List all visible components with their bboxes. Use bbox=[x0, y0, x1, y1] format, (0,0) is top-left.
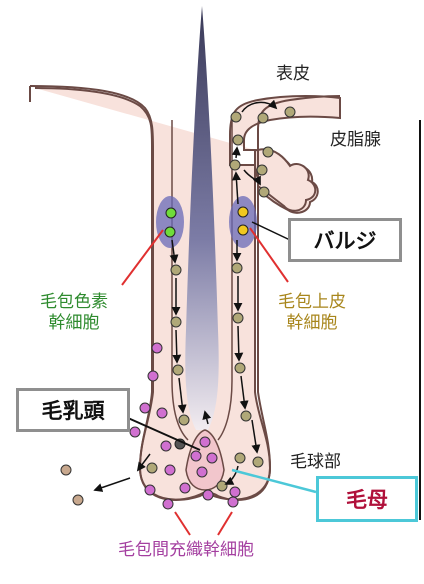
epithelial-stem-cell-label: 毛包上皮 幹細胞 bbox=[278, 292, 346, 335]
sebaceous-cells bbox=[256, 106, 296, 198]
epithelial-stem-cell-label-line2: 幹細胞 bbox=[286, 313, 338, 334]
right-cell-column bbox=[216, 111, 252, 492]
outside-cells bbox=[60, 464, 84, 506]
epithelial-stem-cell bbox=[237, 224, 249, 236]
melanocyte-stem-cell bbox=[165, 207, 177, 219]
bulge-label-box: バルジ bbox=[288, 218, 402, 262]
hair-shaft bbox=[185, 6, 219, 430]
hair-bulb-label: 毛球部 bbox=[290, 452, 341, 472]
sebaceous-gland-label: 皮脂腺 bbox=[330, 130, 381, 150]
hair-matrix-pointer bbox=[231, 468, 317, 494]
melanocyte-stem-cell bbox=[164, 226, 176, 238]
hair-matrix-label: 毛母 bbox=[346, 488, 388, 512]
melanocyte-stem-cell-label: 毛包色素 幹細胞 bbox=[40, 292, 108, 335]
hair-matrix-cells bbox=[190, 436, 218, 478]
dermal-papilla-pointer bbox=[127, 417, 201, 451]
inner-sheath-left bbox=[171, 120, 189, 441]
epithelial-stem-cell bbox=[237, 206, 249, 218]
melanocyte-stem-cell-label-line2: 幹細胞 bbox=[48, 313, 100, 334]
hair-matrix-label-box: 毛母 bbox=[316, 476, 418, 522]
epithelial-stem-cell-label-line1: 毛包上皮 bbox=[278, 292, 346, 312]
bulge-region-right bbox=[229, 196, 257, 248]
bulb-cells bbox=[146, 456, 264, 474]
flow-arrows bbox=[93, 99, 278, 492]
red-pointers bbox=[121, 227, 289, 536]
dermal-papilla-label-box: 毛乳頭 bbox=[16, 388, 130, 432]
dermal-papilla-label: 毛乳頭 bbox=[41, 399, 105, 423]
mesenchymal-stem-cell-label: 毛包間充織幹細胞 bbox=[118, 540, 254, 560]
melanocyte-stem-cell-label-line1: 毛包色素 bbox=[40, 292, 108, 312]
sebaceous-gland bbox=[257, 148, 317, 212]
bulge-label: バルジ bbox=[313, 229, 377, 253]
mesenchymal-stem-cells bbox=[129, 342, 241, 510]
dermal-papilla bbox=[185, 429, 225, 491]
epidermis-label: 表皮 bbox=[276, 64, 310, 84]
left-cell-column bbox=[170, 264, 190, 426]
follicle-body bbox=[29, 85, 341, 501]
inner-sheath-right bbox=[217, 120, 233, 441]
bulge-pointer bbox=[251, 221, 291, 241]
bulge-region-left bbox=[156, 196, 184, 248]
